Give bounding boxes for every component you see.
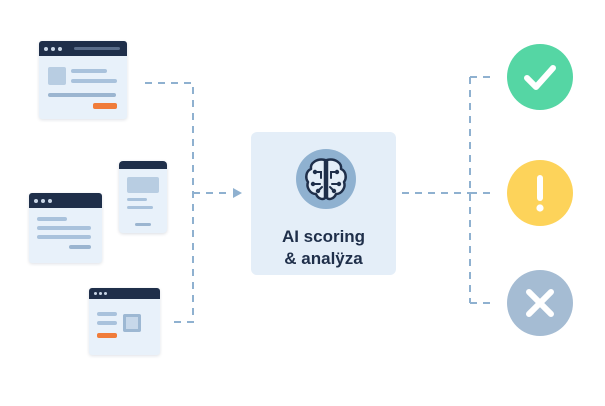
brain-circuit-icon bbox=[296, 149, 356, 209]
exclamation-icon bbox=[536, 175, 544, 212]
input-device-phone bbox=[119, 161, 167, 233]
input-card-document bbox=[29, 193, 102, 263]
close-icon bbox=[526, 289, 554, 317]
status-warning bbox=[507, 160, 573, 226]
center-label-line2: & analÿza bbox=[284, 249, 363, 268]
status-success bbox=[507, 44, 573, 110]
input-card-web-form bbox=[39, 41, 127, 119]
center-label-line1: AI scoring bbox=[281, 227, 366, 246]
input-card-profile bbox=[89, 288, 160, 355]
arrow-right-icon bbox=[233, 188, 242, 198]
status-error bbox=[507, 270, 573, 336]
checkmark-icon bbox=[524, 65, 556, 90]
